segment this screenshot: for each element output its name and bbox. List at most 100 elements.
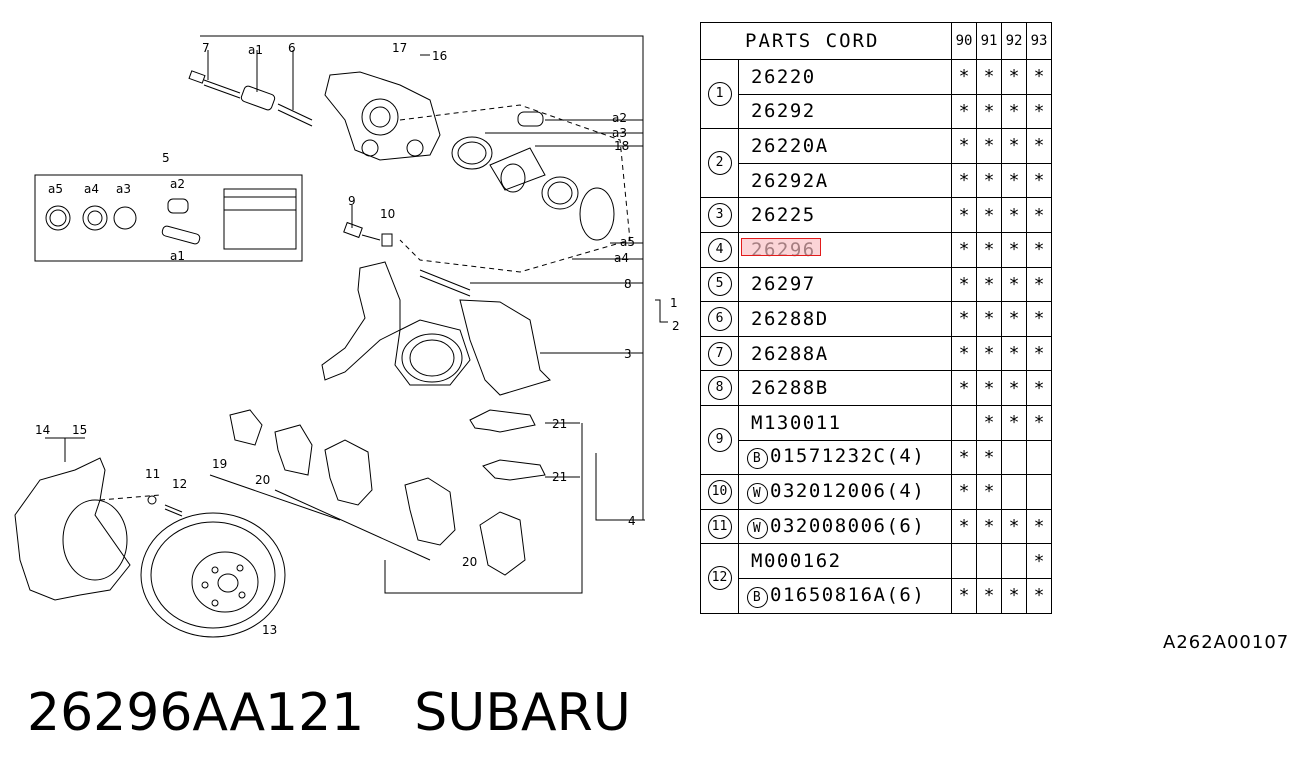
year-mark: * xyxy=(976,231,1002,268)
dashed-outline xyxy=(99,104,631,501)
part-code: M130011 xyxy=(738,404,952,441)
callout-1: 1 xyxy=(670,296,678,310)
year-mark: * xyxy=(1001,231,1027,268)
callout-a4-right: a4 xyxy=(614,251,629,265)
callout-16: 16 xyxy=(432,49,447,63)
part-code: 26220 xyxy=(738,59,952,95)
callout-3: 3 xyxy=(624,347,632,361)
part-code-highlighted[interactable]: 26296 xyxy=(738,231,952,268)
ref-number-cell: 6 xyxy=(700,301,739,337)
year-mark: * xyxy=(951,93,977,130)
callout-14: 14 xyxy=(35,423,50,437)
part-code: M000162 xyxy=(738,543,952,579)
ref-number-cell: 5 xyxy=(700,266,739,303)
callout-a5: a5 xyxy=(48,182,63,196)
callout-a4: a4 xyxy=(84,182,99,196)
ref-number-cell: 12 xyxy=(700,543,739,614)
ref-number: 3 xyxy=(707,203,732,228)
year-mark xyxy=(1001,474,1027,510)
callout-20-right: 20 xyxy=(462,555,477,569)
callout-a2-box: a2 xyxy=(170,177,185,191)
part-code: 26297 xyxy=(738,266,952,303)
callout-17: 17 xyxy=(392,41,407,55)
year-mark: * xyxy=(951,128,977,164)
callout-a2: a2 xyxy=(612,111,627,125)
callout-4: 4 xyxy=(628,514,636,528)
part-number: 26296AA121 xyxy=(27,683,365,743)
year-mark: * xyxy=(1026,508,1052,545)
year-mark: * xyxy=(976,162,1002,199)
year-mark: * xyxy=(976,404,1002,441)
year-mark: * xyxy=(976,370,1002,406)
year-mark: * xyxy=(1026,577,1052,614)
piston-seal-group xyxy=(451,136,615,241)
year-mark: * xyxy=(1001,370,1027,406)
year-mark: * xyxy=(1026,162,1052,199)
table-row: 26292A * * * * xyxy=(701,162,1052,199)
caliper-body xyxy=(324,71,544,161)
exploded-parts-diagram: 7 6 a1 17 16 5 a5 a4 a3 a2 a1 a2 a3 18 a… xyxy=(14,35,680,638)
bolt-prefix-icon: B xyxy=(747,448,768,470)
ref-number: 7 xyxy=(707,341,732,366)
year-mark: * xyxy=(951,474,977,510)
year-mark xyxy=(951,543,977,579)
year-mark: * xyxy=(976,474,1002,510)
year-mark: * xyxy=(1001,508,1027,545)
callout-6: 6 xyxy=(288,41,296,55)
callout-5: 5 xyxy=(162,151,170,165)
repair-kit-box xyxy=(34,174,303,262)
year-col-92: 92 xyxy=(1001,22,1027,60)
part-code: 032008006(6) xyxy=(770,514,926,537)
year-mark: * xyxy=(951,301,977,337)
year-mark xyxy=(1026,439,1052,476)
year-mark: * xyxy=(976,266,1002,303)
year-mark: * xyxy=(1026,59,1052,95)
callout-a1-top: a1 xyxy=(248,43,263,57)
year-mark: * xyxy=(1026,93,1052,130)
leader-lines xyxy=(45,35,668,594)
brake-rotor xyxy=(140,512,286,638)
callout-11: 11 xyxy=(145,467,160,481)
table-row: 8 26288B * * * * xyxy=(700,370,1052,406)
year-mark: * xyxy=(1001,93,1027,130)
diagram-reference-code: A262A00107 xyxy=(1163,632,1290,653)
ref-number: 2 xyxy=(707,151,732,176)
ref-number: 5 xyxy=(707,272,732,297)
year-mark: * xyxy=(976,508,1002,545)
year-mark: * xyxy=(1026,335,1052,372)
year-mark: * xyxy=(976,197,1002,233)
year-mark: * xyxy=(976,93,1002,130)
table-row: 5 26297 * * * * xyxy=(700,266,1052,303)
part-code: 26288D xyxy=(738,301,952,337)
part-code: 26292 xyxy=(738,93,952,130)
year-mark xyxy=(951,404,977,441)
table-row-highlighted[interactable]: 4 26296 * * * * xyxy=(700,231,1052,268)
highlight-box xyxy=(741,237,821,256)
ref-number: 8 xyxy=(707,376,732,401)
year-mark: * xyxy=(1026,266,1052,303)
callout-a3: a3 xyxy=(116,182,131,196)
ref-number: 11 xyxy=(707,514,732,539)
year-col-90: 90 xyxy=(951,22,977,60)
callout-21-top: 21 xyxy=(552,417,567,431)
callout-a1-box: a1 xyxy=(170,249,185,263)
mount-bolts xyxy=(147,495,183,517)
year-mark: * xyxy=(951,59,977,95)
year-mark: * xyxy=(976,59,1002,95)
year-mark: * xyxy=(1001,301,1027,337)
callout-labels: 7 6 a1 17 16 5 a5 a4 a3 a2 a1 a2 a3 18 a… xyxy=(35,41,680,637)
bleeder-screw xyxy=(343,205,471,297)
year-mark: * xyxy=(951,577,977,614)
year-mark: * xyxy=(976,335,1002,372)
parts-cord-header: PARTS CORD xyxy=(700,22,952,60)
parts-code-table: PARTS CORD 90 91 92 93 1 26220 * * * * 2… xyxy=(700,22,1052,614)
part-code: 01650816A(6) xyxy=(770,583,926,606)
year-mark: * xyxy=(951,439,977,476)
